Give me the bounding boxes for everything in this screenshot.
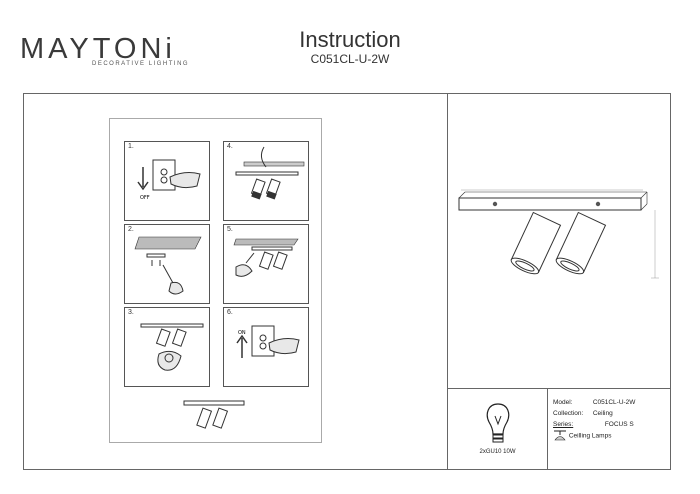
switch-on-illustration: ON (236, 325, 300, 358)
step-number: 2. (128, 226, 134, 233)
step-5-panel: 5. (223, 224, 309, 304)
bulb-insert-illustration (140, 323, 204, 371)
series-row: Series: FOCUS S (553, 419, 635, 430)
brand-tagline: DECORATIVE LIGHTING (92, 61, 190, 67)
svg-text:ON: ON (238, 330, 246, 336)
instruction-sheet: 1. OFF 4. 2. (109, 118, 322, 443)
model-value: C051CL-U-2W (592, 399, 636, 406)
model-code: C051CL-U-2W (310, 52, 390, 66)
collection-label: Collection: (553, 410, 584, 417)
collection-value: Ceiling (592, 410, 613, 417)
drawing-frame (23, 93, 671, 470)
svg-text:OFF: OFF (140, 195, 150, 201)
ceiling-lamp-icon (554, 430, 566, 441)
assembled-lamp-illustration (183, 400, 245, 429)
model-label: Model: (553, 399, 573, 406)
drilling-illustration (134, 236, 202, 295)
step-number: 3. (128, 309, 134, 316)
frame-divider (447, 388, 671, 389)
step-number: 5. (227, 226, 233, 233)
series-value: FOCUS S (604, 421, 634, 428)
category-value: Ceilling Lamps (568, 432, 612, 440)
step-2-panel: 2. (124, 224, 210, 304)
step-1-panel: 1. OFF (124, 141, 210, 221)
frame-divider (447, 93, 448, 470)
collection-row: Collection: Ceiling (553, 408, 635, 419)
bulb-icon (486, 403, 510, 443)
mounting-illustration (233, 238, 299, 277)
step-number: 6. (227, 309, 233, 316)
frame-divider (547, 388, 548, 470)
step-6-panel: 6. ON (223, 307, 309, 387)
lamp-spec: 2xGU10 10W (479, 449, 516, 455)
brand-logo: MAYTONi (20, 33, 176, 65)
wiring-illustration (235, 146, 305, 200)
model-row: Model: C051CL-U-2W (553, 397, 635, 408)
page-title: Instruction (299, 27, 401, 52)
category-row: Ceilling Lamps (553, 430, 635, 442)
product-info: Model: C051CL-U-2W Collection: Ceiling S… (553, 397, 635, 442)
step-number: 4. (227, 143, 233, 150)
step-3-panel: 3. (124, 307, 210, 387)
switch-off-illustration: OFF (137, 159, 201, 201)
step-number: 1. (128, 143, 134, 150)
lamp-dimension-drawing (458, 189, 659, 279)
step-4-panel: 4. (223, 141, 309, 221)
series-label: Series: (553, 421, 574, 428)
